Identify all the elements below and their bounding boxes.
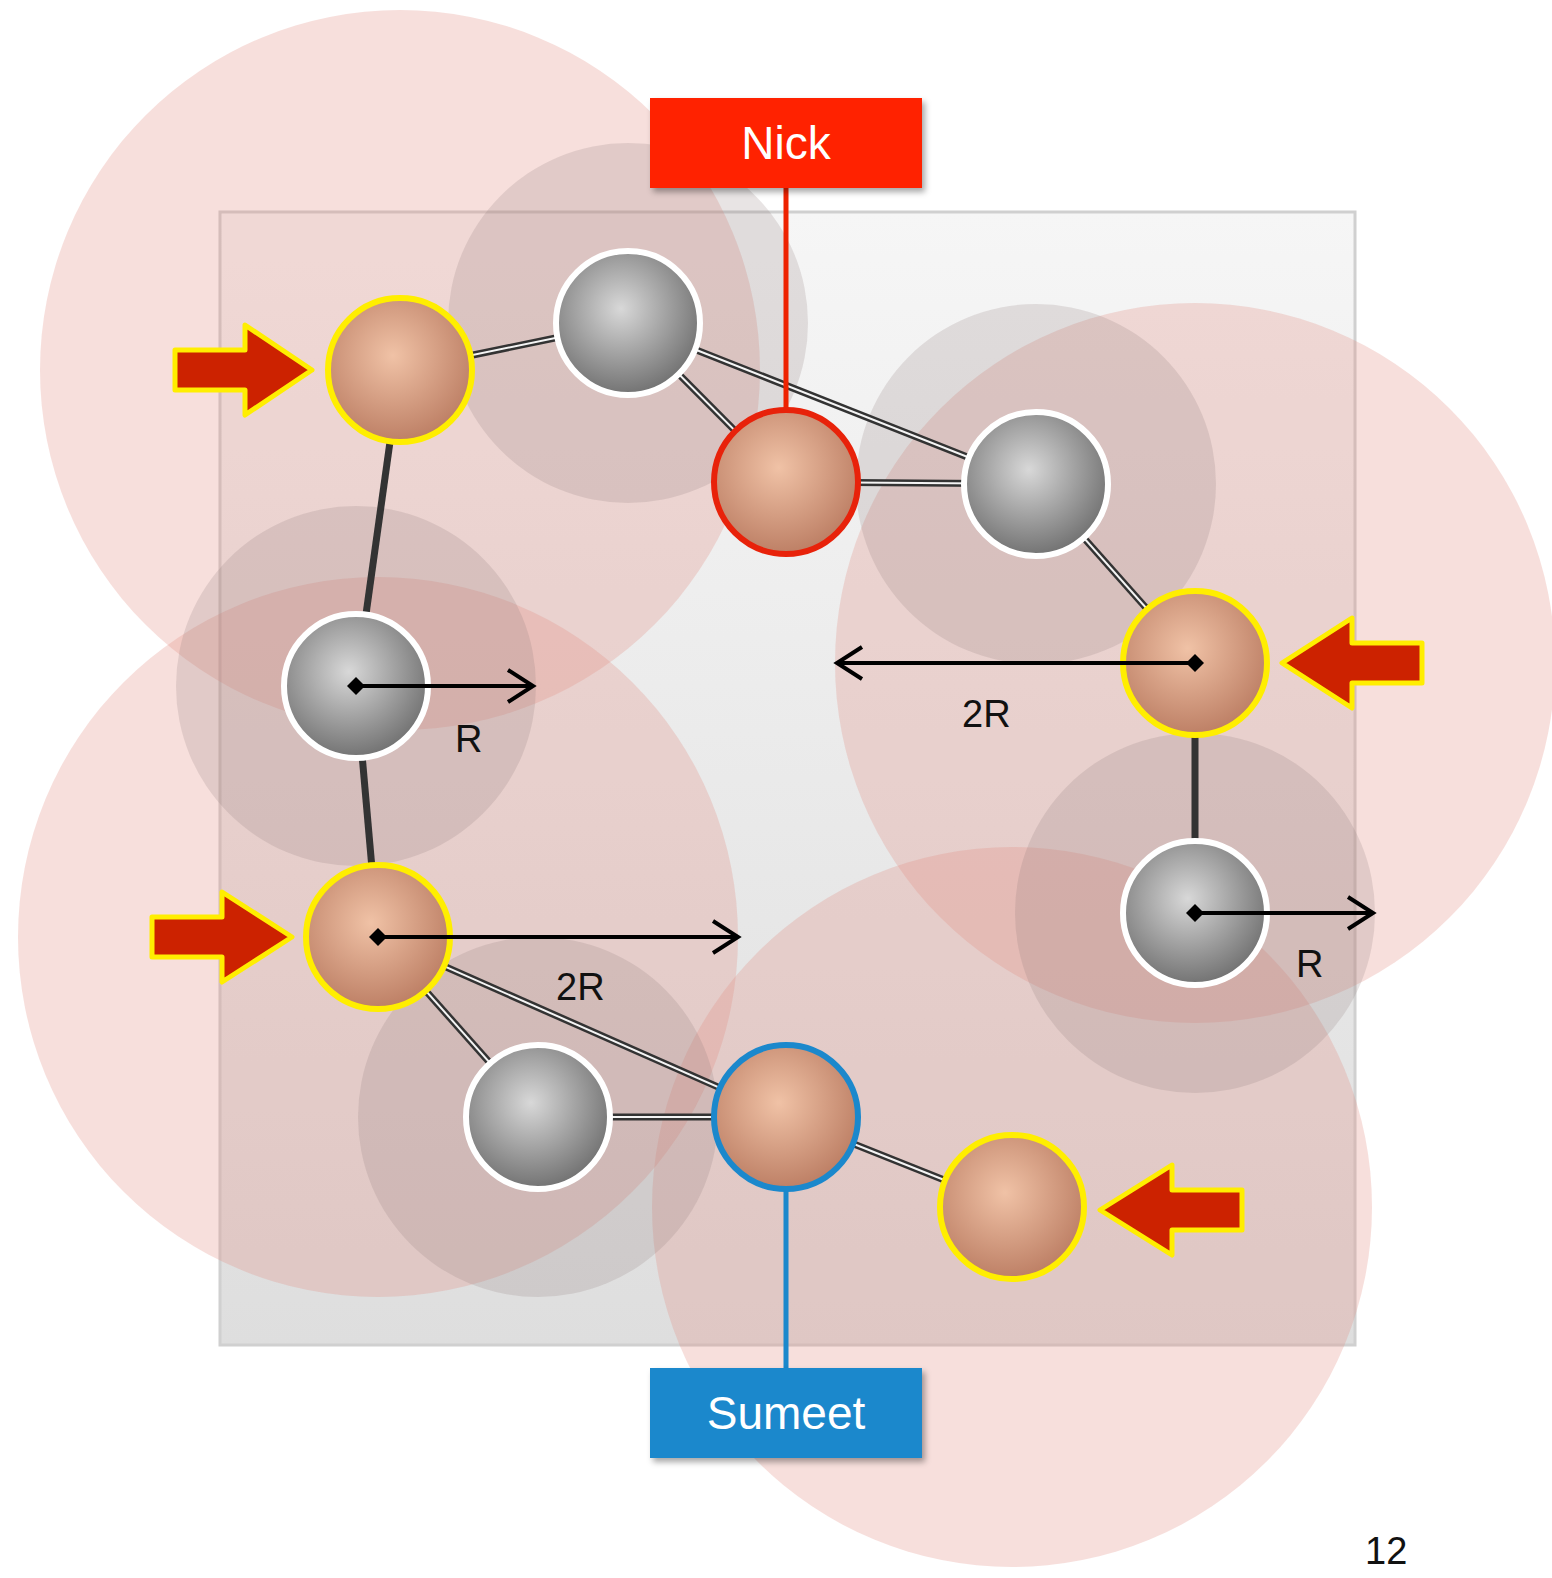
dimension-label: 2R xyxy=(556,966,605,1009)
arrowhead xyxy=(713,921,738,953)
dimension-label: 2R xyxy=(962,693,1011,736)
center-diamond xyxy=(369,928,387,946)
center-diamond xyxy=(1186,654,1204,672)
face-photo xyxy=(714,1045,858,1189)
radius-regions-small xyxy=(176,143,1375,1297)
center-diamond xyxy=(347,677,365,695)
arrowhead xyxy=(837,647,862,679)
name-label: Sumeet xyxy=(707,1386,866,1440)
face-nodes xyxy=(284,251,1267,1279)
name-tag: Sumeet xyxy=(650,1368,922,1458)
page-number: 12 xyxy=(1365,1530,1407,1573)
dimension-line xyxy=(378,935,738,939)
face-photo xyxy=(328,298,472,442)
region-2r xyxy=(18,577,738,1297)
face-photo xyxy=(964,412,1108,556)
pointer-arrows xyxy=(152,325,1422,1255)
dimension-label: R xyxy=(1296,943,1323,986)
dimension-label: R xyxy=(455,718,482,761)
block-arrow xyxy=(175,325,312,415)
face-photo xyxy=(714,410,858,554)
arrowhead xyxy=(1348,897,1373,929)
region-r xyxy=(176,506,536,866)
leader-line xyxy=(784,1190,789,1368)
block-arrow xyxy=(152,892,292,982)
face-photo xyxy=(466,1045,610,1189)
block-arrow xyxy=(1100,1165,1242,1255)
graph-edges-outer xyxy=(356,323,1195,1207)
face-photo xyxy=(556,251,700,395)
dimension-line xyxy=(356,684,533,688)
arrowhead xyxy=(508,670,533,702)
center-markers xyxy=(347,654,1204,946)
center-diamond xyxy=(1186,904,1204,922)
face-photo xyxy=(940,1135,1084,1279)
block-arrow xyxy=(1282,618,1422,708)
dimension-line xyxy=(1195,911,1373,915)
name-label: Nick xyxy=(741,116,830,170)
dimension-line xyxy=(837,661,1195,665)
radius-regions xyxy=(18,10,1552,1567)
graph-edges-inner xyxy=(378,323,1195,1207)
name-tag: Nick xyxy=(650,98,922,188)
radius-arrows xyxy=(356,647,1373,953)
leader-line xyxy=(784,188,789,410)
